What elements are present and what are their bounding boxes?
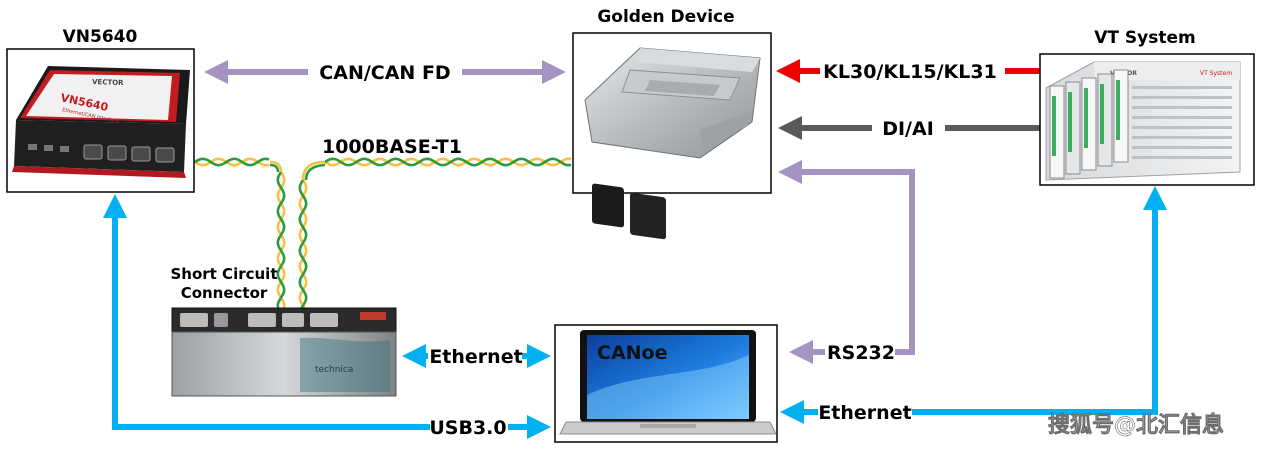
twisted-pair-strand bbox=[276, 171, 286, 309]
usb-connection: USB3.0 bbox=[103, 194, 551, 439]
twisted-pair-strand bbox=[269, 160, 283, 173]
technica-brand-text: technica bbox=[315, 365, 353, 375]
twisted-pair-strand bbox=[304, 163, 326, 181]
vt-model-text: VT System bbox=[1200, 70, 1232, 77]
short-circuit-title-1: Short Circuit bbox=[170, 265, 277, 283]
rs232-connection: RS232 bbox=[778, 160, 915, 364]
watermark-text: 搜狐号@北汇信息 bbox=[1048, 412, 1224, 438]
automotive-ethernet-label: 1000BASE-T1 bbox=[322, 136, 462, 158]
vt-module-led-strip bbox=[1100, 84, 1104, 144]
ecu-image bbox=[584, 47, 761, 240]
golden-device-node: Golden Device bbox=[572, 7, 772, 240]
vt-module-led-strip bbox=[1116, 80, 1120, 140]
canoe-screen-text: CANoe bbox=[597, 342, 668, 364]
golden-device-title: Golden Device bbox=[597, 7, 734, 27]
laptop-image: CANoe bbox=[559, 330, 777, 435]
can-connection: CAN/CAN FD bbox=[204, 60, 566, 84]
twisted-pair-strand bbox=[269, 163, 280, 173]
vn5640-node: VN5640 VECTOR VN5640 Ethernet/CAN Interf… bbox=[6, 27, 195, 193]
ethernet-sc-connection: Ethernet bbox=[402, 344, 551, 368]
vt-module-led-strip bbox=[1068, 92, 1072, 152]
vn5640-brand-text: VECTOR bbox=[92, 78, 124, 87]
usb-label: USB3.0 bbox=[429, 417, 506, 439]
power-label: KL30/KL15/KL31 bbox=[823, 61, 997, 83]
vt-system-node: VT System VECTOR VT System bbox=[1039, 28, 1255, 186]
vt-system-rack-image: VECTOR VT System bbox=[1045, 61, 1241, 181]
rs232-label: RS232 bbox=[827, 342, 895, 364]
short-circuit-title-2: Connector bbox=[181, 284, 268, 302]
twisted-pair-strand bbox=[298, 179, 308, 309]
ethernet-vt-connection: Ethernet bbox=[780, 186, 1167, 424]
ethernet-sc-label: Ethernet bbox=[429, 346, 522, 368]
power-connection: KL30/KL15/KL31 bbox=[776, 59, 1044, 83]
vn5640-device-image: VECTOR VN5640 Ethernet/CAN Interface bbox=[12, 66, 190, 178]
canoe-node: CANoe bbox=[554, 324, 778, 443]
can-label: CAN/CAN FD bbox=[319, 62, 450, 84]
vt-system-title: VT System bbox=[1094, 28, 1196, 48]
twisted-pair-strand bbox=[194, 157, 270, 167]
vt-module-led-strip bbox=[1084, 88, 1088, 148]
io-connection: DI/AI bbox=[778, 116, 1044, 140]
short-circuit-node: Short Circuit Connector technica bbox=[170, 265, 397, 397]
automotive-ethernet-connection: 1000BASE-T1 bbox=[194, 136, 572, 309]
twisted-pair-strand bbox=[276, 171, 286, 309]
twisted-pair-strand bbox=[324, 157, 572, 167]
io-label: DI/AI bbox=[882, 118, 934, 140]
twisted-pair-strand bbox=[301, 160, 326, 181]
ethernet-vt-label: Ethernet bbox=[818, 402, 911, 424]
short-circuit-device-image: technica bbox=[171, 307, 397, 397]
vt-module-led-strip bbox=[1052, 96, 1056, 156]
vn5640-title: VN5640 bbox=[63, 27, 138, 47]
